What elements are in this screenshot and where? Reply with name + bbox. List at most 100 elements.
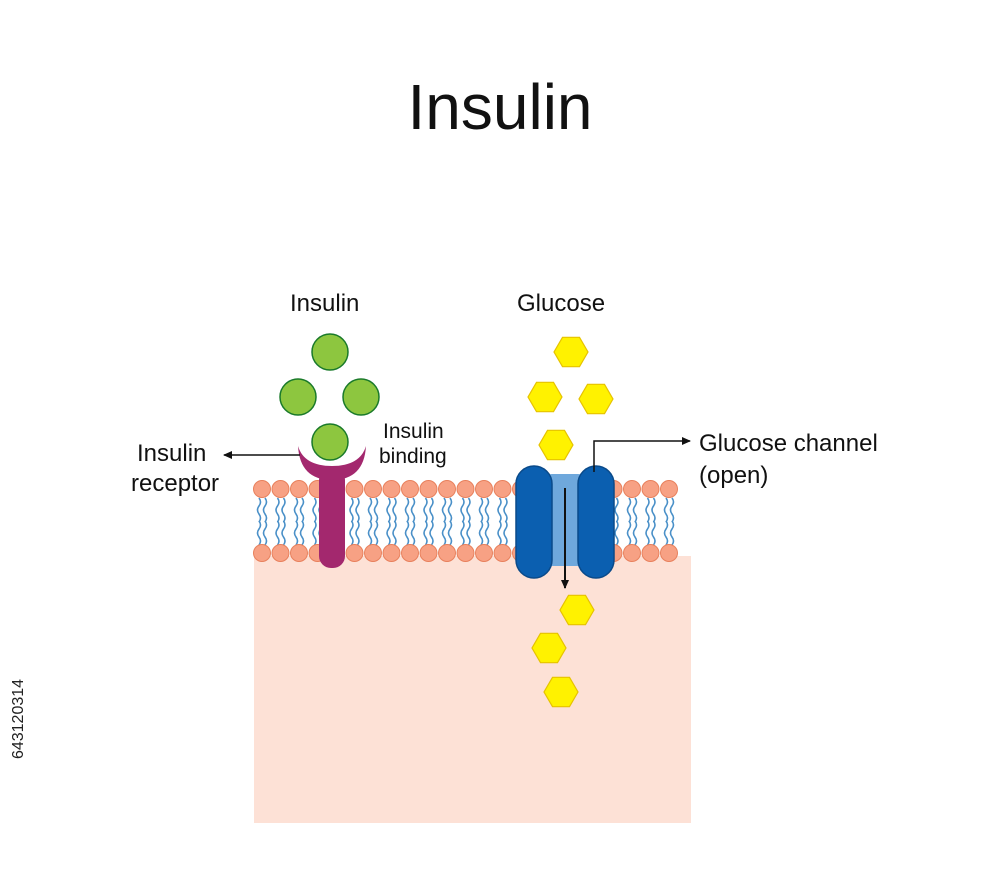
lipid-tail: [423, 520, 428, 546]
glucose-molecules: [527, 336, 614, 708]
lipid-tail: [293, 520, 299, 546]
lipid-head: [493, 544, 512, 562]
lipid-tail: [392, 497, 397, 523]
insulin-molecule: [342, 378, 380, 416]
lipid-tail: [669, 520, 675, 546]
lipid-head: [475, 544, 493, 562]
lipid-head: [623, 544, 641, 562]
lipid-head: [271, 480, 290, 498]
lipid-head: [660, 544, 678, 562]
lipid-head: [493, 480, 512, 498]
lipid-head: [438, 544, 456, 562]
diagram-title: Insulin: [407, 71, 593, 143]
lipid-tail: [275, 520, 280, 546]
lipid-tail: [423, 497, 428, 523]
lipid-head: [419, 480, 438, 498]
lipid-tail: [256, 497, 262, 523]
lipid-tail: [484, 520, 490, 546]
lipid-tail: [355, 520, 360, 546]
insulin-receptor-stem: [319, 468, 345, 568]
lipid-tail: [626, 497, 632, 523]
lipid-head: [456, 480, 475, 498]
lipid-head: [290, 480, 308, 498]
insulin-molecules: [279, 333, 380, 461]
lipid-head: [382, 544, 401, 562]
lipid-tail: [293, 497, 299, 523]
lipid-tail: [373, 497, 379, 523]
lipid-tail: [367, 497, 373, 523]
glucose-channel-label-line2: (open): [699, 462, 769, 489]
insulin-molecule: [311, 423, 349, 461]
lipid-tail: [441, 497, 447, 523]
lipid-tail: [410, 497, 416, 523]
lipid-tail: [281, 520, 286, 546]
cytoplasm: [254, 556, 691, 823]
glucose-molecule: [578, 383, 614, 415]
lipid-head: [401, 480, 419, 498]
glucose-channel-right-subunit: [577, 465, 615, 579]
lipid-tail: [447, 497, 453, 523]
lipid-tail: [429, 497, 434, 523]
lipid-tail: [441, 520, 447, 546]
lipid-head: [438, 480, 456, 498]
glucose-label: Glucose: [517, 290, 606, 317]
lipid-tail: [281, 497, 286, 523]
lipid-tail: [651, 497, 656, 523]
lipid-tail: [663, 497, 669, 523]
glucose-channel-left-subunit: [515, 465, 553, 579]
glucose-molecule: [543, 676, 579, 708]
lipid-tail: [497, 520, 502, 546]
lipid-tail: [312, 520, 317, 546]
lipid-tail: [373, 520, 379, 546]
lipid-head: [419, 544, 438, 562]
lipid-head: [641, 544, 660, 562]
lipid-tail: [404, 497, 410, 523]
lipid-tail: [275, 497, 280, 523]
lipid-tail: [460, 497, 465, 523]
glucose-molecule: [559, 594, 595, 626]
insulin-molecule: [311, 333, 349, 371]
lipid-tail: [503, 497, 508, 523]
glucose-channel-label-line1: Glucose channel: [699, 430, 878, 457]
stock-id-watermark: 643120314: [4, 650, 34, 800]
insulin-receptor: [298, 446, 366, 568]
insulin-molecule: [279, 378, 317, 416]
glucose-molecule: [531, 632, 567, 664]
lipid-tail: [484, 497, 490, 523]
lipid-head: [623, 480, 641, 498]
lipid-head: [345, 544, 364, 562]
insulin-label: Insulin: [290, 290, 360, 317]
lipid-tail: [404, 520, 410, 546]
glucose-channel-arrow: [593, 437, 691, 472]
lipid-tail: [503, 520, 508, 546]
lipid-tail: [386, 497, 391, 523]
lipid-head: [364, 544, 382, 562]
lipid-tail: [645, 497, 650, 523]
lipid-tail: [349, 497, 354, 523]
insulin-receptor-label-line1: Insulin: [137, 440, 207, 467]
lipid-tail: [299, 497, 305, 523]
lipid-tail: [460, 520, 465, 546]
lipid-tail: [478, 520, 484, 546]
lipid-tail: [614, 497, 619, 523]
lipid-tail: [262, 497, 268, 523]
lipid-head: [382, 480, 401, 498]
lipid-tail: [429, 520, 434, 546]
insulin-receptor-cup: [298, 446, 366, 480]
lipid-tail: [349, 520, 354, 546]
lipid-tail: [478, 497, 484, 523]
insulin-binding-label-line2: binding: [379, 445, 447, 468]
lipid-head: [271, 544, 290, 562]
glucose-molecule: [553, 336, 589, 368]
lipid-tail: [392, 520, 397, 546]
glucose-channel: [515, 465, 615, 579]
lipid-tail: [410, 520, 416, 546]
glucose-molecule: [538, 429, 574, 461]
lipid-head: [253, 544, 271, 562]
lipid-head: [641, 480, 660, 498]
lipid-tail: [299, 520, 305, 546]
lipid-tail: [386, 520, 391, 546]
lipid-tail: [497, 497, 502, 523]
lipid-tail: [663, 520, 669, 546]
